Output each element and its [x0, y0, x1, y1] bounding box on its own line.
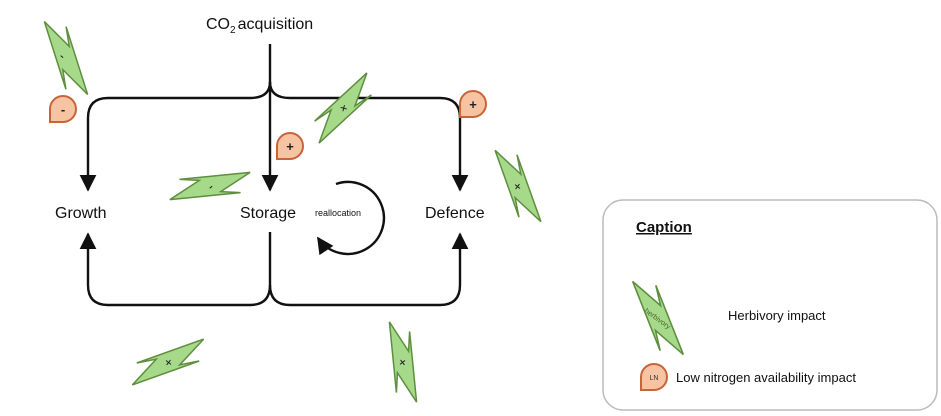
herbivory-bolt-storage: - — [162, 141, 258, 231]
caption-box: Caption herbivory Herbivory impact LN Lo… — [602, 199, 938, 411]
caption-herbivory-label: Herbivory impact — [728, 308, 826, 323]
flow-storage-to-growth — [79, 232, 272, 307]
herbivory-bolt-defence: + — [470, 141, 566, 231]
nitrogen-sign: + — [286, 139, 294, 154]
nitrogen-drop-storage: + — [276, 132, 304, 160]
nitrogen-sign: - — [61, 102, 65, 117]
nitrogen-sign: + — [469, 97, 477, 112]
growth-node: Growth — [55, 205, 107, 222]
nitrogen-drop-growth: - — [49, 95, 77, 123]
herbivory-bolt-storage-defence: + — [358, 314, 448, 410]
caption-title: Caption — [636, 219, 692, 236]
flow-storage-to-defence — [268, 232, 469, 307]
reallocation-loop — [317, 180, 386, 256]
caption-nitrogen-icon: LN — [640, 363, 668, 391]
flow-to-growth — [79, 81, 272, 192]
herbivory-bolt-reallocation: + — [308, 62, 378, 154]
flow-lines — [79, 44, 469, 307]
herbivory-sign: + — [335, 103, 351, 114]
defence-node: Defence — [425, 205, 485, 222]
herbivory-bolt-storage-growth: + — [123, 314, 213, 410]
storage-node: Storage — [240, 205, 296, 222]
reallocation-label: reallocation — [315, 208, 361, 218]
herbivory-bolt-growth: - — [19, 13, 113, 103]
caption-nitrogen-label: Low nitrogen availability impact — [676, 370, 856, 385]
nitrogen-drop-defence: + — [459, 90, 487, 118]
nitrogen-icon-text: LN — [650, 375, 659, 382]
